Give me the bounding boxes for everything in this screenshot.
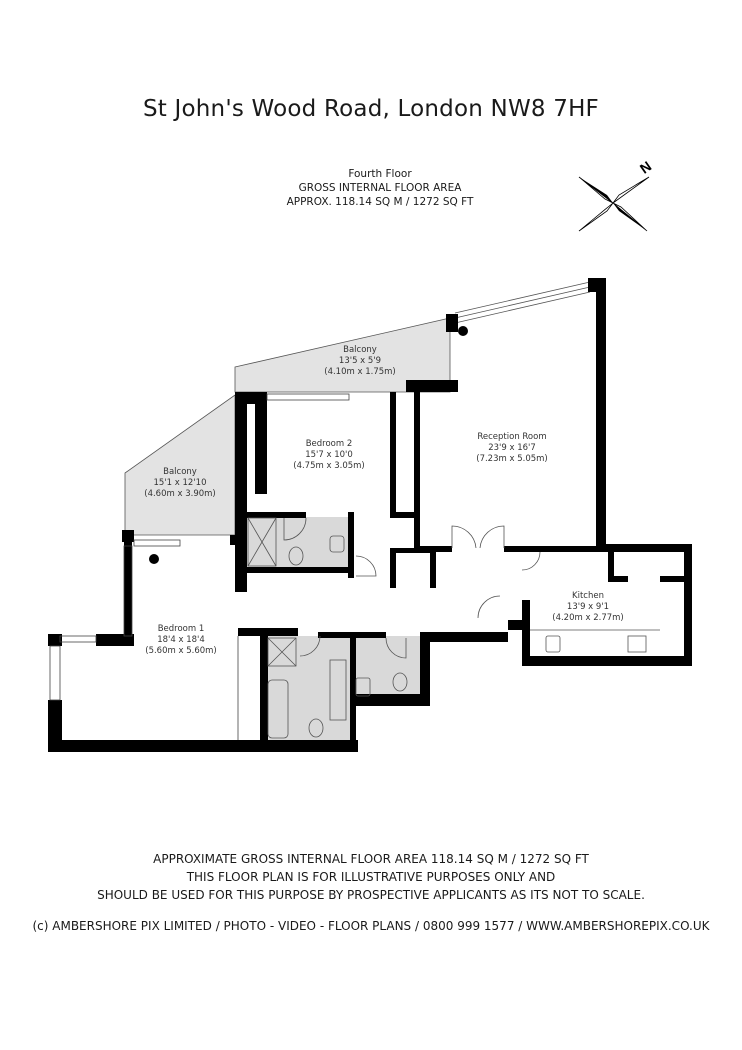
wc	[354, 636, 420, 696]
svg-text:23'9 x 16'7: 23'9 x 16'7	[488, 443, 536, 453]
disclaimer: APPROXIMATE GROSS INTERNAL FLOOR AREA 11…	[0, 850, 742, 904]
disclaimer-line-1: APPROXIMATE GROSS INTERNAL FLOOR AREA 11…	[153, 852, 589, 866]
svg-text:(4.10m x 1.75m): (4.10m x 1.75m)	[324, 367, 395, 377]
svg-text:13'9 x 9'1: 13'9 x 9'1	[567, 602, 609, 612]
svg-text:Reception Room: Reception Room	[477, 432, 546, 442]
floor-info: Fourth Floor GROSS INTERNAL FLOOR AREA A…	[240, 167, 520, 209]
room-label-bedroom-2: Bedroom 2 15'7 x 10'0 (4.75m x 3.05m)	[293, 439, 364, 471]
svg-text:13'5 x 5'9: 13'5 x 5'9	[339, 356, 381, 366]
svg-text:15'7 x 10'0: 15'7 x 10'0	[305, 450, 353, 460]
area-value: APPROX. 118.14 SQ M / 1272 SQ FT	[286, 196, 474, 208]
ensuite-bedroom-2	[246, 517, 352, 569]
room-label-bedroom-1: Bedroom 1 18'4 x 18'4 (5.60m x 5.60m)	[145, 624, 216, 656]
svg-text:Bedroom 1: Bedroom 1	[158, 624, 205, 634]
svg-text:Kitchen: Kitchen	[572, 591, 604, 601]
svg-text:Bedroom 2: Bedroom 2	[306, 439, 353, 449]
disclaimer-line-3: SHOULD BE USED FOR THIS PURPOSE BY PROSP…	[97, 888, 645, 902]
walls	[48, 278, 692, 752]
windows	[49, 393, 350, 740]
svg-text:(4.60m x 3.90m): (4.60m x 3.90m)	[144, 489, 215, 499]
svg-text:Balcony: Balcony	[343, 345, 377, 355]
svg-text:Balcony: Balcony	[163, 467, 197, 477]
area-heading: GROSS INTERNAL FLOOR AREA	[298, 182, 462, 194]
bathroom-bedroom-1	[266, 636, 350, 740]
room-label-balcony-left: Balcony 15'1 x 12'10 (4.60m x 3.90m)	[144, 467, 215, 499]
doors	[283, 517, 541, 659]
disclaimer-line-2: THIS FLOOR PLAN IS FOR ILLUSTRATIVE PURP…	[186, 870, 556, 884]
north-compass-icon: N	[578, 158, 654, 232]
room-label-reception: Reception Room 23'9 x 16'7 (7.23m x 5.05…	[476, 432, 547, 464]
svg-text:15'1 x 12'10: 15'1 x 12'10	[154, 478, 207, 488]
page-title: St John's Wood Road, London NW8 7HF	[142, 96, 599, 122]
room-label-balcony-top: Balcony 13'5 x 5'9 (4.10m x 1.75m)	[324, 345, 395, 377]
svg-text:(7.23m x 5.05m): (7.23m x 5.05m)	[476, 454, 547, 464]
footer-credit: (c) AMBERSHORE PIX LIMITED / PHOTO - VID…	[32, 919, 710, 933]
fixtures	[247, 517, 660, 739]
balcony-left-area	[124, 394, 236, 536]
svg-text:(5.60m x 5.60m): (5.60m x 5.60m)	[145, 646, 216, 656]
svg-text:18'4 x 18'4: 18'4 x 18'4	[157, 635, 205, 645]
room-label-kitchen: Kitchen 13'9 x 9'1 (4.20m x 2.77m)	[552, 591, 623, 623]
svg-text:(4.20m x 2.77m): (4.20m x 2.77m)	[552, 613, 623, 623]
svg-text:(4.75m x 3.05m): (4.75m x 3.05m)	[293, 461, 364, 471]
floor-name: Fourth Floor	[348, 168, 412, 180]
